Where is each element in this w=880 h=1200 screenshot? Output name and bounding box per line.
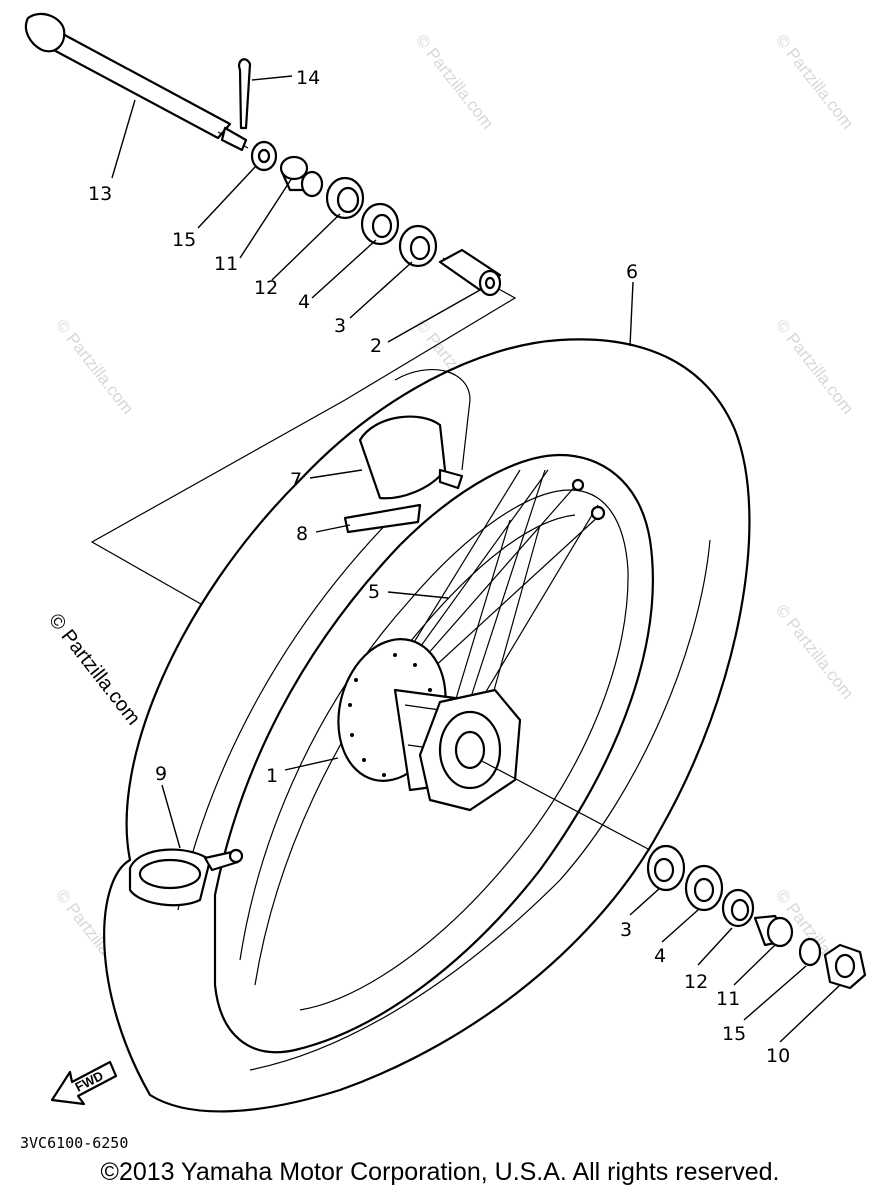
callout-3-upper: 3 bbox=[334, 315, 346, 337]
watermark: © Partzilla.com bbox=[772, 601, 858, 703]
leader-lines bbox=[111, 75, 841, 1043]
callout-2: 2 bbox=[370, 335, 382, 357]
bearing-lower-2 bbox=[684, 864, 724, 912]
axle bbox=[24, 12, 249, 152]
callout-3-lower: 3 bbox=[620, 919, 632, 941]
bearing-upper-1 bbox=[360, 202, 400, 246]
callouts: 14 13 15 11 12 4 3 2 6 7 8 5 1 9 3 4 12 … bbox=[88, 67, 790, 1067]
oil-seal-upper bbox=[325, 176, 365, 220]
rim-lock bbox=[128, 848, 244, 907]
callout-15-lower: 15 bbox=[722, 1023, 746, 1045]
callout-11-lower: 11 bbox=[716, 988, 740, 1010]
callout-8: 8 bbox=[296, 523, 308, 545]
oil-seal-lower bbox=[721, 888, 755, 928]
spoke-holes bbox=[348, 653, 432, 777]
rim-band bbox=[343, 503, 422, 534]
callout-12-lower: 12 bbox=[684, 971, 708, 993]
cotter-pin bbox=[238, 58, 252, 130]
watermark-main: © Partzilla.com bbox=[44, 610, 144, 730]
spokes bbox=[399, 469, 601, 713]
callout-10: 10 bbox=[766, 1045, 790, 1067]
callout-13: 13 bbox=[88, 183, 112, 205]
bearing-upper-2 bbox=[398, 224, 438, 268]
callout-4-lower: 4 bbox=[654, 945, 666, 967]
callout-7: 7 bbox=[290, 469, 302, 491]
diagram-code: 3VC6100-6250 bbox=[20, 1134, 128, 1152]
bearing-lower-1 bbox=[646, 844, 686, 892]
fwd-arrow-icon bbox=[50, 1060, 118, 1106]
callout-4-upper: 4 bbox=[298, 291, 310, 313]
callout-1: 1 bbox=[266, 765, 278, 787]
callout-6: 6 bbox=[626, 261, 638, 283]
copyright-notice: ©2013 Yamaha Motor Corporation, U.S.A. A… bbox=[100, 1158, 780, 1186]
watermark: © Partzilla.com bbox=[52, 316, 138, 418]
callout-11-upper: 11 bbox=[214, 253, 238, 275]
spacer bbox=[438, 248, 502, 297]
hub-assembly bbox=[337, 469, 606, 812]
watermark: © Partzilla.com bbox=[772, 31, 858, 133]
watermark: © Partzilla.com bbox=[772, 316, 858, 418]
washer-lower bbox=[798, 937, 822, 967]
callout-9: 9 bbox=[155, 763, 167, 785]
forward-direction-arrow: FWD bbox=[50, 1060, 118, 1106]
inner-tube bbox=[358, 369, 471, 500]
callout-14: 14 bbox=[296, 67, 320, 89]
watermark: © Partzilla.com bbox=[412, 31, 498, 133]
callout-5: 5 bbox=[368, 581, 380, 603]
collar-upper bbox=[279, 155, 324, 198]
axle-line bbox=[479, 759, 651, 851]
axle-nut bbox=[823, 943, 867, 990]
callout-15-upper: 15 bbox=[172, 229, 196, 251]
collar-lower bbox=[753, 914, 794, 948]
callout-12-upper: 12 bbox=[254, 277, 278, 299]
